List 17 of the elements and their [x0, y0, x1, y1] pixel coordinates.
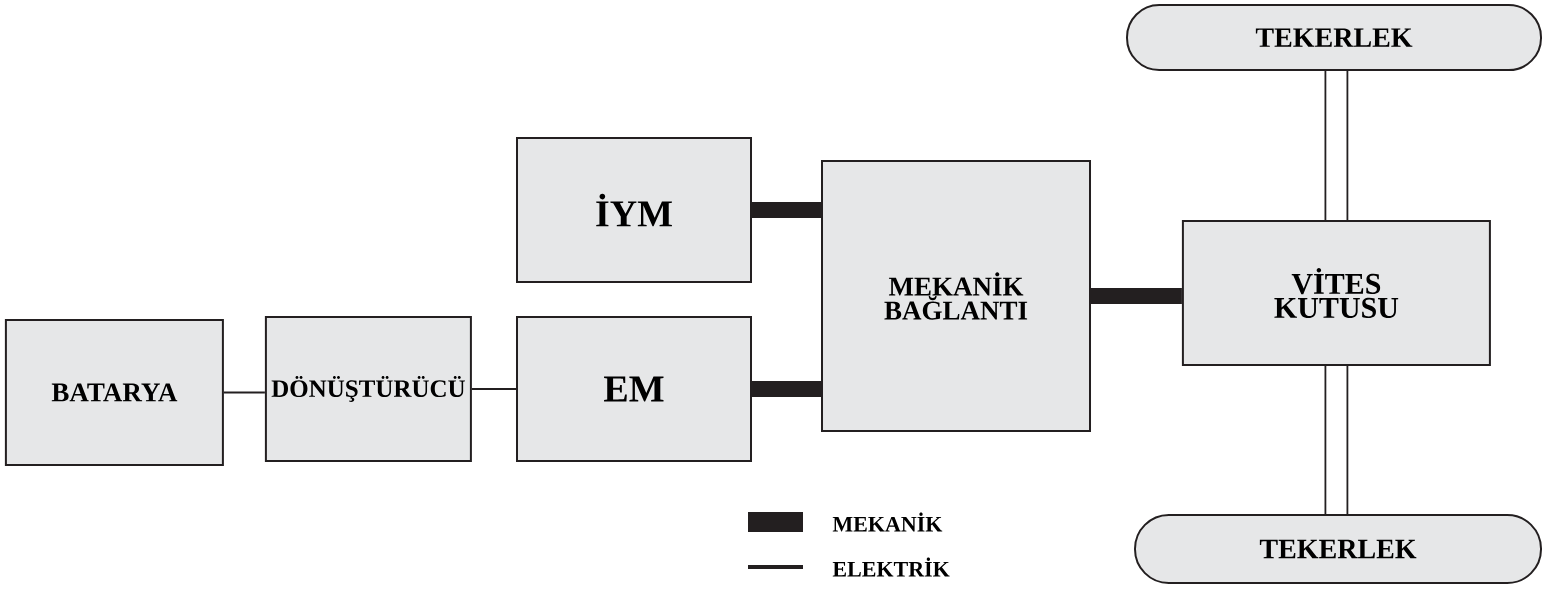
block-box: EM [516, 316, 752, 462]
legend-label: MEKANİK [832, 512, 943, 532]
mechanical-link [752, 381, 821, 397]
mechanical-link [752, 202, 821, 218]
block-box: BATARYA [4, 318, 224, 466]
block-box: VİTES KUTUSU [1181, 220, 1491, 366]
block-box: DÖNÜŞTÜRÜCÜ [264, 316, 472, 462]
wheel-box: TEKERLEK [1126, 4, 1542, 72]
axle-line [1324, 70, 1349, 221]
electric-line [470, 388, 517, 390]
block-box: İYM [516, 137, 752, 283]
legend-label: ELEKTRİK [832, 557, 950, 577]
block-box: MEKANİK BAĞLANTI [821, 160, 1091, 432]
mechanical-link [1091, 288, 1182, 304]
axle-line [1324, 365, 1349, 515]
wheel-box: TEKERLEK [1134, 514, 1542, 584]
electric-line [222, 391, 266, 394]
